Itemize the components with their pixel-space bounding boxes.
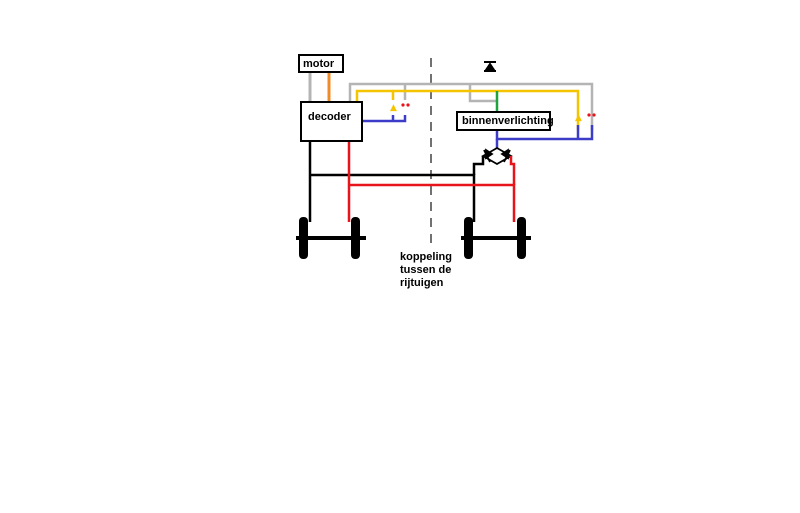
decoder-label: decoder: [308, 111, 351, 123]
diode-icon: [484, 61, 496, 72]
motor-label: motor: [303, 58, 335, 70]
led-pair-icon: ▲: [390, 103, 410, 113]
black-to-rectifier: [472, 156, 485, 175]
yellow-function-wire: [355, 89, 580, 130]
svg-text:▲: ▲: [575, 113, 582, 123]
motor-box: motor: [298, 54, 344, 73]
interior-lighting-box: binnenverlichting: [456, 111, 554, 131]
led-pair-icon: ▲: [575, 113, 596, 123]
red-to-rectifier: [509, 156, 516, 185]
wheelset-icon: [296, 217, 366, 259]
coupling-caption: koppeling tussen de rijtuigen: [400, 251, 452, 289]
decoder-box: decoder: [300, 101, 363, 142]
interior-lighting-label: binnenverlichting: [462, 115, 554, 127]
blue-common-wire-left: [363, 115, 407, 123]
wheelset-icon: [461, 217, 531, 259]
blue-common-wire-right: [495, 125, 594, 141]
bridge-rectifier-icon: [481, 146, 513, 166]
black-coupling-wire: [310, 173, 476, 222]
svg-text:▲: ▲: [390, 103, 397, 113]
grey-branch-to-light: [468, 84, 497, 103]
